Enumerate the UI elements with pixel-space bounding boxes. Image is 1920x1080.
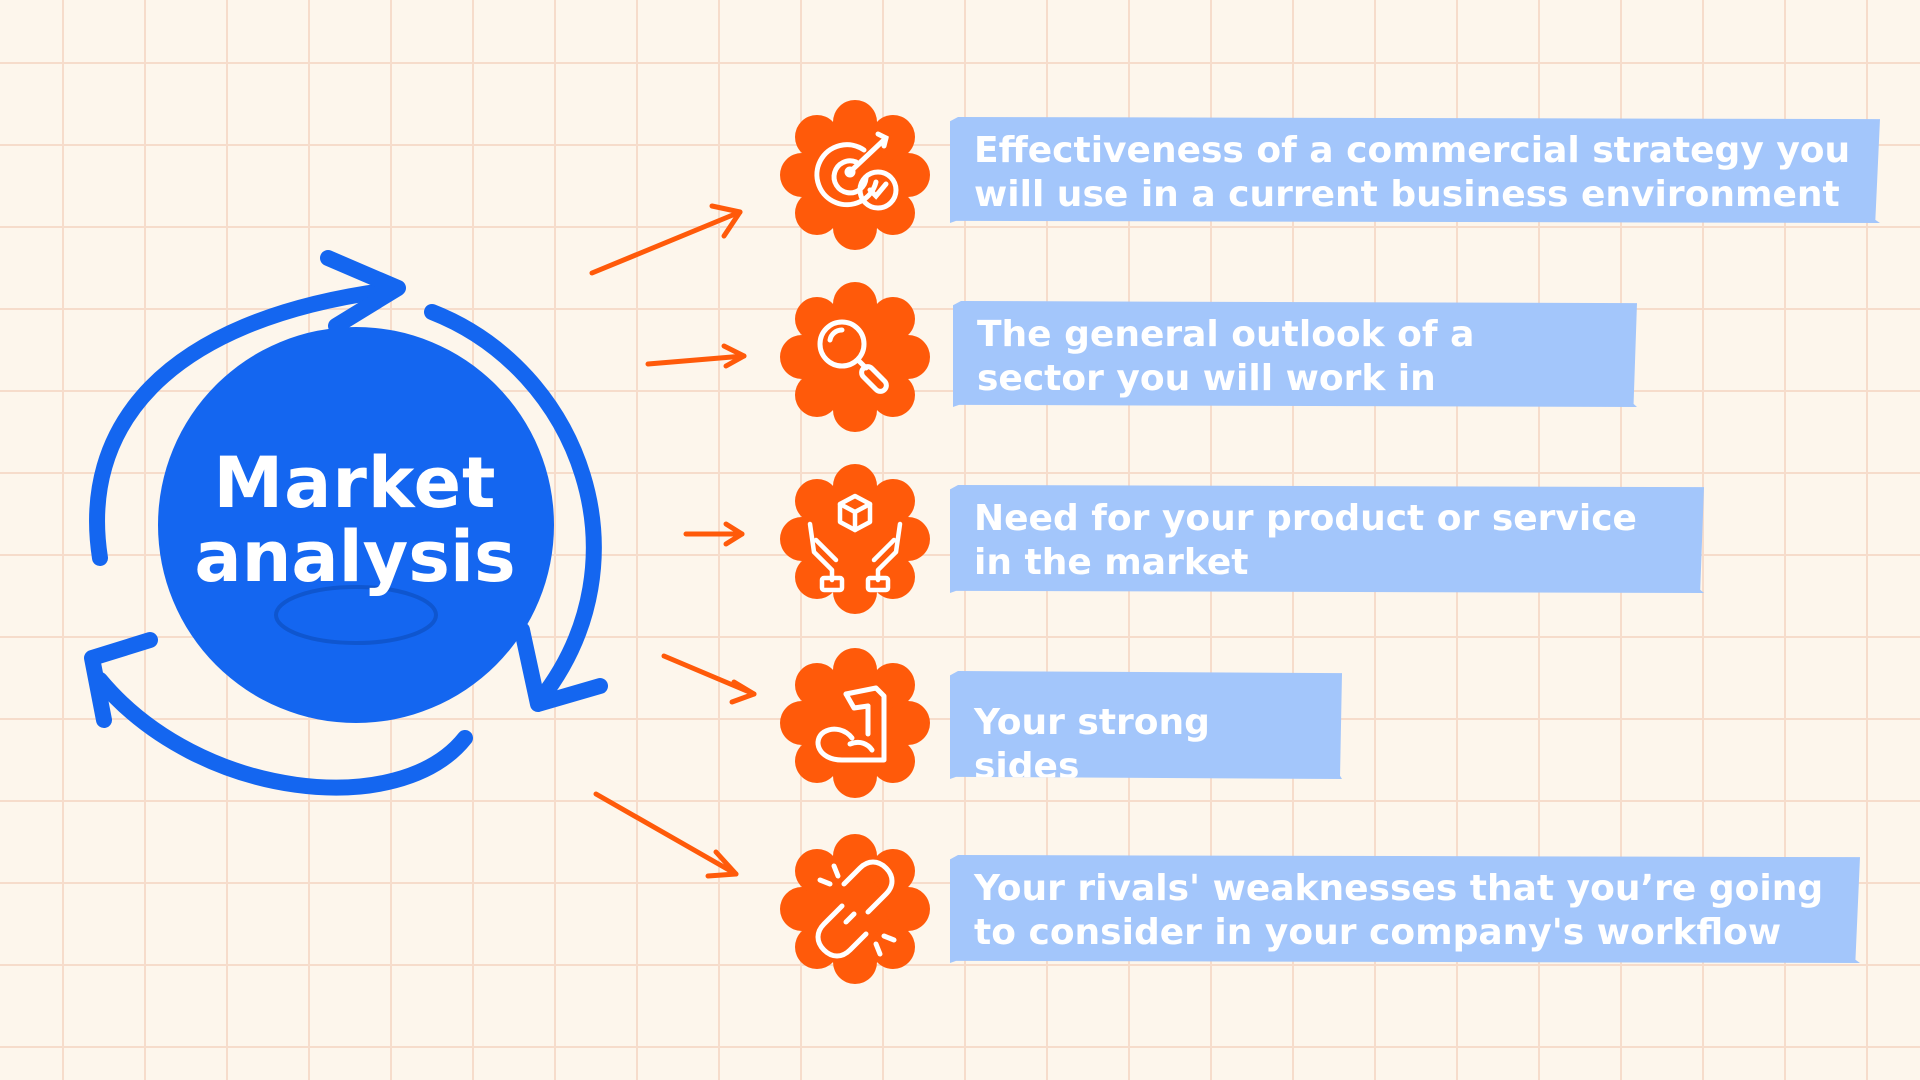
label-item-1: Effectiveness of a commercial strategy y… <box>950 117 1880 223</box>
label-item-4: Your strong sides <box>950 671 1342 779</box>
connector-arrow-2 <box>645 353 747 367</box>
badge-search <box>780 282 930 432</box>
badge-strength <box>780 648 930 798</box>
badge-hands <box>780 464 930 614</box>
flexed-arm-icon <box>780 648 930 798</box>
connector-arrow-3-head <box>723 521 745 547</box>
connector-arrow-4-head <box>729 679 757 705</box>
cycle-arrow-bottom-head <box>84 632 158 728</box>
label-item-5: Your rivals' weaknesses that you’re goin… <box>950 855 1860 963</box>
broken-link-icon <box>780 834 930 984</box>
center-title-line2: analysis <box>194 516 516 598</box>
magnifier-icon <box>780 282 930 432</box>
connector-arrows <box>589 203 757 879</box>
center-title: Market analysis <box>150 448 560 592</box>
cycle-arrow-bottom <box>92 672 473 796</box>
cycle-arrows <box>84 250 608 796</box>
badge-broken-link <box>780 834 930 984</box>
center-title-line1: Market <box>213 442 497 524</box>
hands-box-icon <box>780 464 930 614</box>
connector-arrow-2-head <box>721 343 747 369</box>
target-check-icon <box>780 100 930 250</box>
cycle-arrow-right-head <box>514 622 608 712</box>
connector-arrow-5 <box>593 791 739 877</box>
badge-target <box>780 100 930 250</box>
label-item-3: Need for your product or service in the … <box>950 485 1704 593</box>
cycle-arrow-top-head <box>320 250 406 334</box>
cycle-arrow-top <box>89 282 398 566</box>
center-circle <box>158 327 554 723</box>
label-item-2: The general outlook of a sector you will… <box>953 301 1637 407</box>
center-circle-texture <box>274 585 438 645</box>
connector-arrow-1-head <box>709 203 743 239</box>
cycle-arrow-right <box>424 304 602 708</box>
connector-arrow-5-head <box>705 849 739 879</box>
connector-arrow-1 <box>589 209 743 276</box>
